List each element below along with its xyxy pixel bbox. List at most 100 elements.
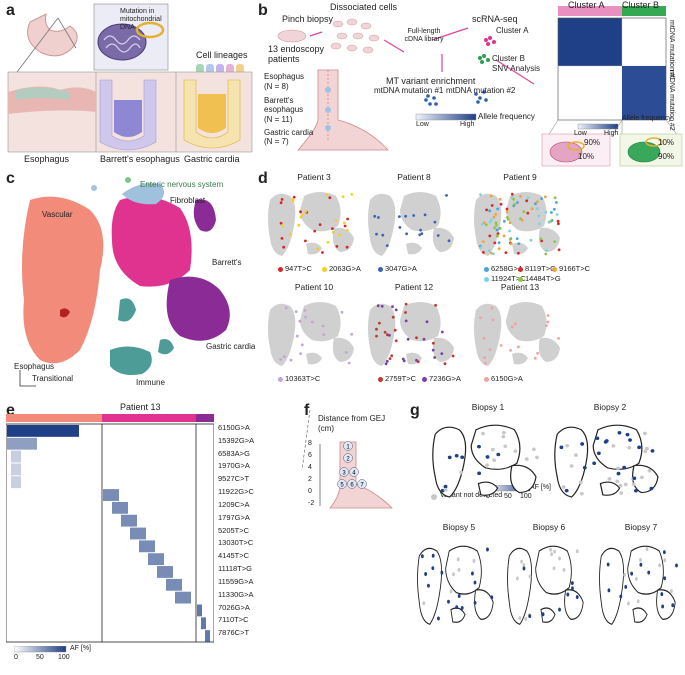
g-cell [485,463,489,467]
heatmap-a [557,17,667,121]
d-variant-cell [487,249,491,253]
d-variant-cell [380,304,384,308]
d-variant-cell [494,212,498,216]
panel-label-d: d [258,170,268,187]
d-variant-cell [284,306,288,310]
g-umap [554,424,659,498]
g-cell [549,547,552,552]
d-variant-cell [499,344,503,347]
d-umap [474,302,560,366]
cluster-immune [110,346,152,375]
cell-lineages-label: Cell lineages [196,50,248,60]
d-variant-cell [404,319,408,323]
d-variant-cell [480,222,484,226]
cluster-esophagus [22,196,104,364]
b-group-eso: Esophagus [264,72,305,81]
d-variant-cell [555,201,558,204]
cluster-b-bar [622,6,666,16]
f-biopsy-marker [337,479,347,489]
mito-b-icon [627,141,661,163]
b-group-gc: Gastric cardia [264,128,314,137]
d-variant-cell [530,207,534,211]
d-variant-cell [533,356,537,360]
f-biopsy-number: 4 [352,471,356,477]
d-variant-cell [282,355,286,358]
g-cell [452,572,455,577]
f-biopsy-number: 1 [346,445,350,451]
e-mutation-label: 1970G>A [218,461,250,471]
e-colorbar [14,646,67,653]
g-cell [520,559,524,564]
d-variant-cell [375,334,378,338]
g-legend-nd: Variant not detected [440,492,503,499]
d-variant-cell [479,193,482,196]
g-cell [427,583,430,588]
d-umap [268,302,354,366]
g-cell [592,461,597,466]
d-variant-cell [484,223,488,227]
g-cell [477,444,481,449]
d-variant-cell [505,210,509,214]
d-variant-cell [404,214,407,218]
e-af-label: AF [%] [70,645,92,652]
d-variant-legend: 10363T>C [278,374,320,383]
g-cell [562,567,566,572]
d-variant-cell [495,223,498,227]
g-cell [611,444,616,448]
d-variant-cell [347,361,351,365]
g-cell [582,465,587,470]
f-biopsy-marker [343,441,353,451]
d-variant-cell [540,197,543,200]
g-cell [528,574,532,579]
e-mutation-label: 1209C>A [218,499,250,509]
b-mut2: mtDNA mutation #2 [446,86,516,95]
g-cell [571,586,574,591]
b-hm-cluster-b: Cluster B [622,0,660,10]
f-biopsy-number: 5 [340,483,344,489]
d-variant-cell [494,221,498,225]
d-variant-legend: 2063G>A [322,264,361,273]
g-cell [671,603,675,608]
g-cell [503,444,508,449]
g-cell [490,447,495,452]
d-variant-cell [376,304,380,308]
b-pct-b1: 10% [658,138,675,147]
d-variant-cell [321,251,324,254]
g-cell [575,595,579,599]
d-variant-cell [294,310,298,313]
g-tick-50: 50 [504,493,512,500]
g-cell [663,558,667,563]
d-variant-cell [384,362,388,366]
e-mutation-label: 11118T>G [218,564,252,574]
d-variant-cell [534,202,537,206]
cluster-a-bar [558,6,622,16]
e-heat-cell [11,476,21,489]
d-variant-cell [433,356,437,359]
d-variant-cell [375,327,378,331]
g-cell [575,549,579,554]
d-variant-cell [553,240,557,243]
g-cell [660,592,664,597]
heatmap-colorbar [577,123,619,130]
d-legend-dot [484,276,489,282]
b-group-gc-n: (N = 7) [264,137,289,146]
d-variant-cell [519,194,522,198]
g-cell [616,471,621,476]
d-legend-dot [518,276,523,282]
cluster-transitional [60,308,70,318]
d-variant-cell [493,241,497,245]
d-variant-cell [279,358,282,361]
g-cell [431,566,435,571]
g-cell [447,455,452,460]
panel-a-illustration [7,3,253,153]
g-cell [449,589,453,594]
g-cell [645,547,649,552]
d-variant-cell [436,234,440,237]
f-biopsy-number: 7 [360,483,364,489]
d-variant-cell [545,324,548,327]
f-biopsy-marker [339,467,349,477]
g-cell [501,430,506,435]
g-cell [443,484,448,489]
d-variant-cell [479,316,482,320]
